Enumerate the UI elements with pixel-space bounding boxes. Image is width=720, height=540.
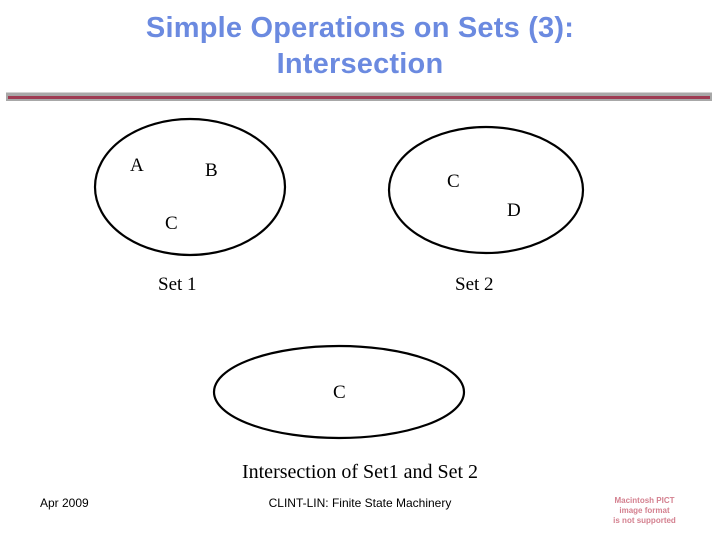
pict-placeholder-line-2: image format bbox=[619, 506, 670, 515]
set1-ellipse bbox=[93, 117, 287, 257]
set1-member-a: A bbox=[130, 155, 144, 176]
set2-ellipse bbox=[387, 125, 585, 255]
intersection-caption: Intersection of Set1 and Set 2 bbox=[241, 461, 479, 483]
set2-member-d: D bbox=[507, 200, 521, 221]
set2-member-c: C bbox=[447, 171, 460, 192]
title-divider-accent bbox=[8, 96, 710, 99]
set1-member-c: C bbox=[165, 213, 178, 234]
set1-member-b: B bbox=[205, 160, 218, 181]
set1-caption: Set 1 bbox=[158, 274, 197, 295]
pict-placeholder-line-3: is not supported bbox=[613, 516, 676, 525]
pict-placeholder-line-1: Macintosh PICT bbox=[614, 496, 675, 505]
title-divider bbox=[6, 92, 712, 101]
intersection-member-c: C bbox=[333, 382, 346, 403]
page-title: Simple Operations on Sets (3): Intersect… bbox=[145, 12, 575, 80]
intersection-ellipse bbox=[212, 344, 466, 440]
set2-caption: Set 2 bbox=[455, 274, 494, 295]
broken-image-placeholder: Macintosh PICT image format is not suppo… bbox=[589, 494, 700, 528]
footer-course-label: CLINT-LIN: Finite State Machinery bbox=[268, 496, 452, 510]
footer-date: Apr 2009 bbox=[40, 496, 89, 510]
